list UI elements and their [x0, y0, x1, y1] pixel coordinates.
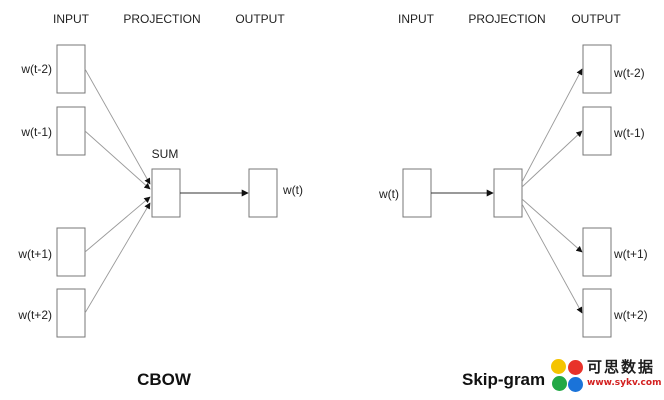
- watermark-text: 可思数据: [587, 358, 656, 376]
- watermark-logo: 可思数据 www.sykv.com: [549, 354, 664, 400]
- cbow-output-node: [248, 168, 278, 218]
- logo-petal-green: [552, 376, 567, 391]
- cbow-sum-label: SUM: [152, 147, 179, 161]
- skipgram-output-label-4: w(t+2): [613, 308, 648, 322]
- cbow-title: CBOW: [137, 370, 192, 389]
- cbow-output-label: w(t): [282, 183, 303, 197]
- cbow-output-header: OUTPUT: [235, 12, 285, 26]
- cbow-edge-4: [84, 202, 151, 314]
- skipgram-input-header: INPUT: [398, 12, 435, 26]
- watermark-url: www.sykv.com: [587, 378, 662, 388]
- cbow-projection-header: PROJECTION: [123, 12, 200, 26]
- logo-petal-blue: [568, 377, 583, 392]
- flower-logo-icon: [551, 359, 585, 393]
- skipgram-edge-4: [521, 203, 583, 314]
- cbow-input-header: INPUT: [53, 12, 90, 26]
- cbow-input-label-1: w(t-2): [20, 62, 52, 76]
- cbow-input-node-2: [56, 106, 86, 156]
- skipgram-output-label-1: w(t-2): [613, 66, 645, 80]
- cbow-edge-3: [84, 196, 151, 253]
- logo-petal-red: [568, 360, 583, 375]
- skipgram-output-node-3: [582, 227, 612, 277]
- cbow-projection-node: [151, 168, 181, 218]
- skipgram-title: Skip-gram: [462, 370, 545, 389]
- skipgram-input-node: [402, 168, 432, 218]
- logo-petal-yellow: [551, 359, 566, 374]
- cbow-diagram: INPUT PROJECTION OUTPUT w(t-2) w(t-1) w(…: [17, 12, 303, 389]
- skipgram-diagram: INPUT PROJECTION OUTPUT w(t) w(t-2) w(t-…: [378, 12, 648, 389]
- skipgram-projection-node: [493, 168, 523, 218]
- cbow-input-label-4: w(t+2): [17, 308, 52, 322]
- cbow-input-node-1: [56, 44, 86, 94]
- skipgram-output-node-2: [582, 106, 612, 156]
- skipgram-output-label-2: w(t-1): [613, 126, 645, 140]
- skipgram-projection-header: PROJECTION: [468, 12, 545, 26]
- cbow-input-label-3: w(t+1): [17, 247, 52, 261]
- cbow-input-node-4: [56, 288, 86, 338]
- cbow-edge-2: [84, 130, 151, 190]
- cbow-input-label-2: w(t-1): [20, 125, 52, 139]
- skipgram-input-label: w(t): [378, 187, 399, 201]
- skipgram-output-node-4: [582, 288, 612, 338]
- skipgram-edge-1: [521, 68, 583, 183]
- cbow-input-node-3: [56, 227, 86, 277]
- skipgram-output-node-1: [582, 44, 612, 94]
- skipgram-output-header: OUTPUT: [571, 12, 621, 26]
- skipgram-output-label-3: w(t+1): [613, 247, 648, 261]
- skipgram-edge-2: [521, 130, 583, 188]
- cbow-edge-1: [84, 68, 151, 185]
- skipgram-edge-3: [521, 198, 583, 253]
